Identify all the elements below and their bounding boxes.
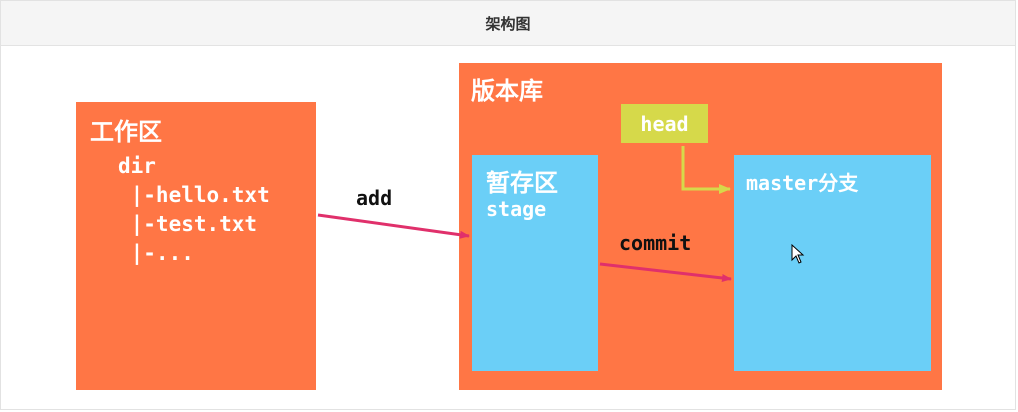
commit-arrow bbox=[599, 262, 732, 282]
master-branch-box: master分支 bbox=[734, 155, 931, 371]
stage-subtitle: stage bbox=[486, 197, 547, 221]
add-label: add bbox=[356, 186, 393, 210]
tree-line-test: |-test.txt bbox=[118, 212, 258, 236]
workspace-box: 工作区 dir |-hello.txt |-test.txt |-... bbox=[76, 102, 316, 390]
add-arrow bbox=[317, 213, 470, 239]
tree-line-more: |-... bbox=[118, 241, 194, 265]
stage-title: 暂存区 bbox=[486, 169, 558, 197]
tree-line-hello: |-hello.txt bbox=[118, 183, 270, 207]
tree-line-dir: dir bbox=[118, 154, 156, 178]
stage-box: 暂存区 stage bbox=[472, 155, 598, 371]
head-box: head bbox=[621, 104, 708, 143]
head-pointer-arrow bbox=[681, 146, 731, 194]
head-label: head bbox=[640, 111, 689, 136]
master-branch-label: master分支 bbox=[746, 171, 859, 195]
commit-label: commit bbox=[619, 231, 692, 255]
mouse-cursor-icon bbox=[791, 244, 805, 264]
workspace-title: 工作区 bbox=[90, 118, 162, 146]
repository-title: 版本库 bbox=[471, 77, 543, 105]
page-title: 架构图 bbox=[1, 1, 1015, 46]
